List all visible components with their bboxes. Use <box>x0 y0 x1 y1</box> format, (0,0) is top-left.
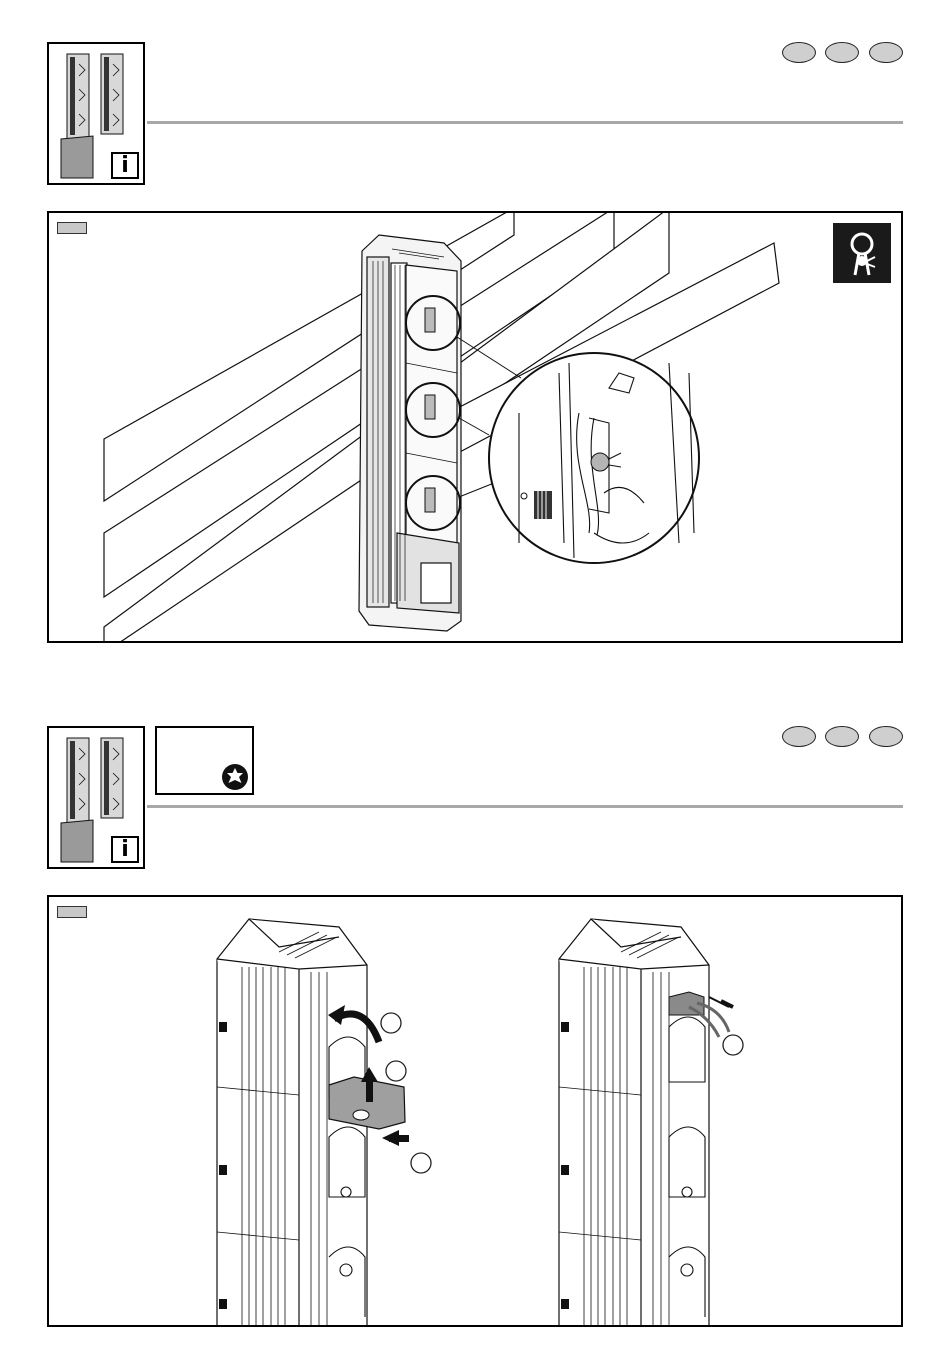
section2-divider <box>147 805 903 808</box>
section2-language-oval-3 <box>869 726 903 747</box>
section2-language-oval-1 <box>782 726 816 747</box>
section1-thumbnail: i <box>47 42 145 185</box>
section2-figure <box>47 895 903 1327</box>
section2-language-oval-2 <box>825 726 859 747</box>
section2-thumbnail: i <box>47 726 145 869</box>
section1-language-oval-1 <box>782 42 816 63</box>
section1-language-oval-2 <box>825 42 859 63</box>
section1-language-oval-3 <box>869 42 903 63</box>
cable-tie-seal-icon <box>833 223 891 283</box>
info-icon: i <box>111 836 139 863</box>
cover-removal-illustration <box>49 897 901 1325</box>
section1-divider <box>147 121 903 124</box>
section2-tool-box <box>155 726 254 795</box>
info-icon: i <box>111 152 139 179</box>
torx-star-icon <box>221 763 249 791</box>
section1-figure <box>47 211 903 643</box>
busbar-fuse-illustration <box>49 213 901 641</box>
